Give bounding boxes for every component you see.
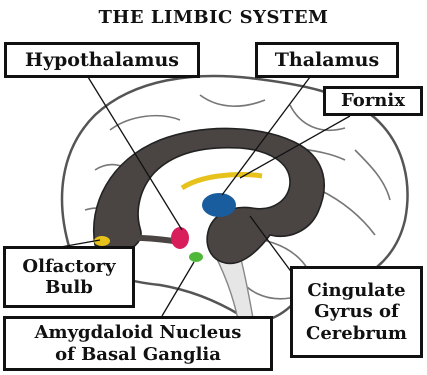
hypothalamus-shape	[171, 227, 189, 249]
label-fornix: Fornix	[323, 86, 423, 116]
label-olfactory-bulb: Olfactory Bulb	[3, 246, 135, 308]
thalamus-shape	[202, 193, 236, 217]
label-cingulate-gyrus: Cingulate Gyrus of Cerebrum	[290, 266, 423, 358]
fornix-arc	[182, 175, 262, 189]
olfactory-tract	[100, 238, 180, 242]
diagram-title: THE LIMBIC SYSTEM	[0, 7, 427, 28]
amygdaloid-leader	[162, 262, 194, 316]
label-hypothalamus: Hypothalamus	[4, 42, 200, 78]
amygdala-shape	[189, 252, 203, 262]
label-thalamus: Thalamus	[255, 42, 399, 78]
label-amygdaloid-nucleus: Amygdaloid Nucleus of Basal Ganglia	[3, 316, 273, 371]
